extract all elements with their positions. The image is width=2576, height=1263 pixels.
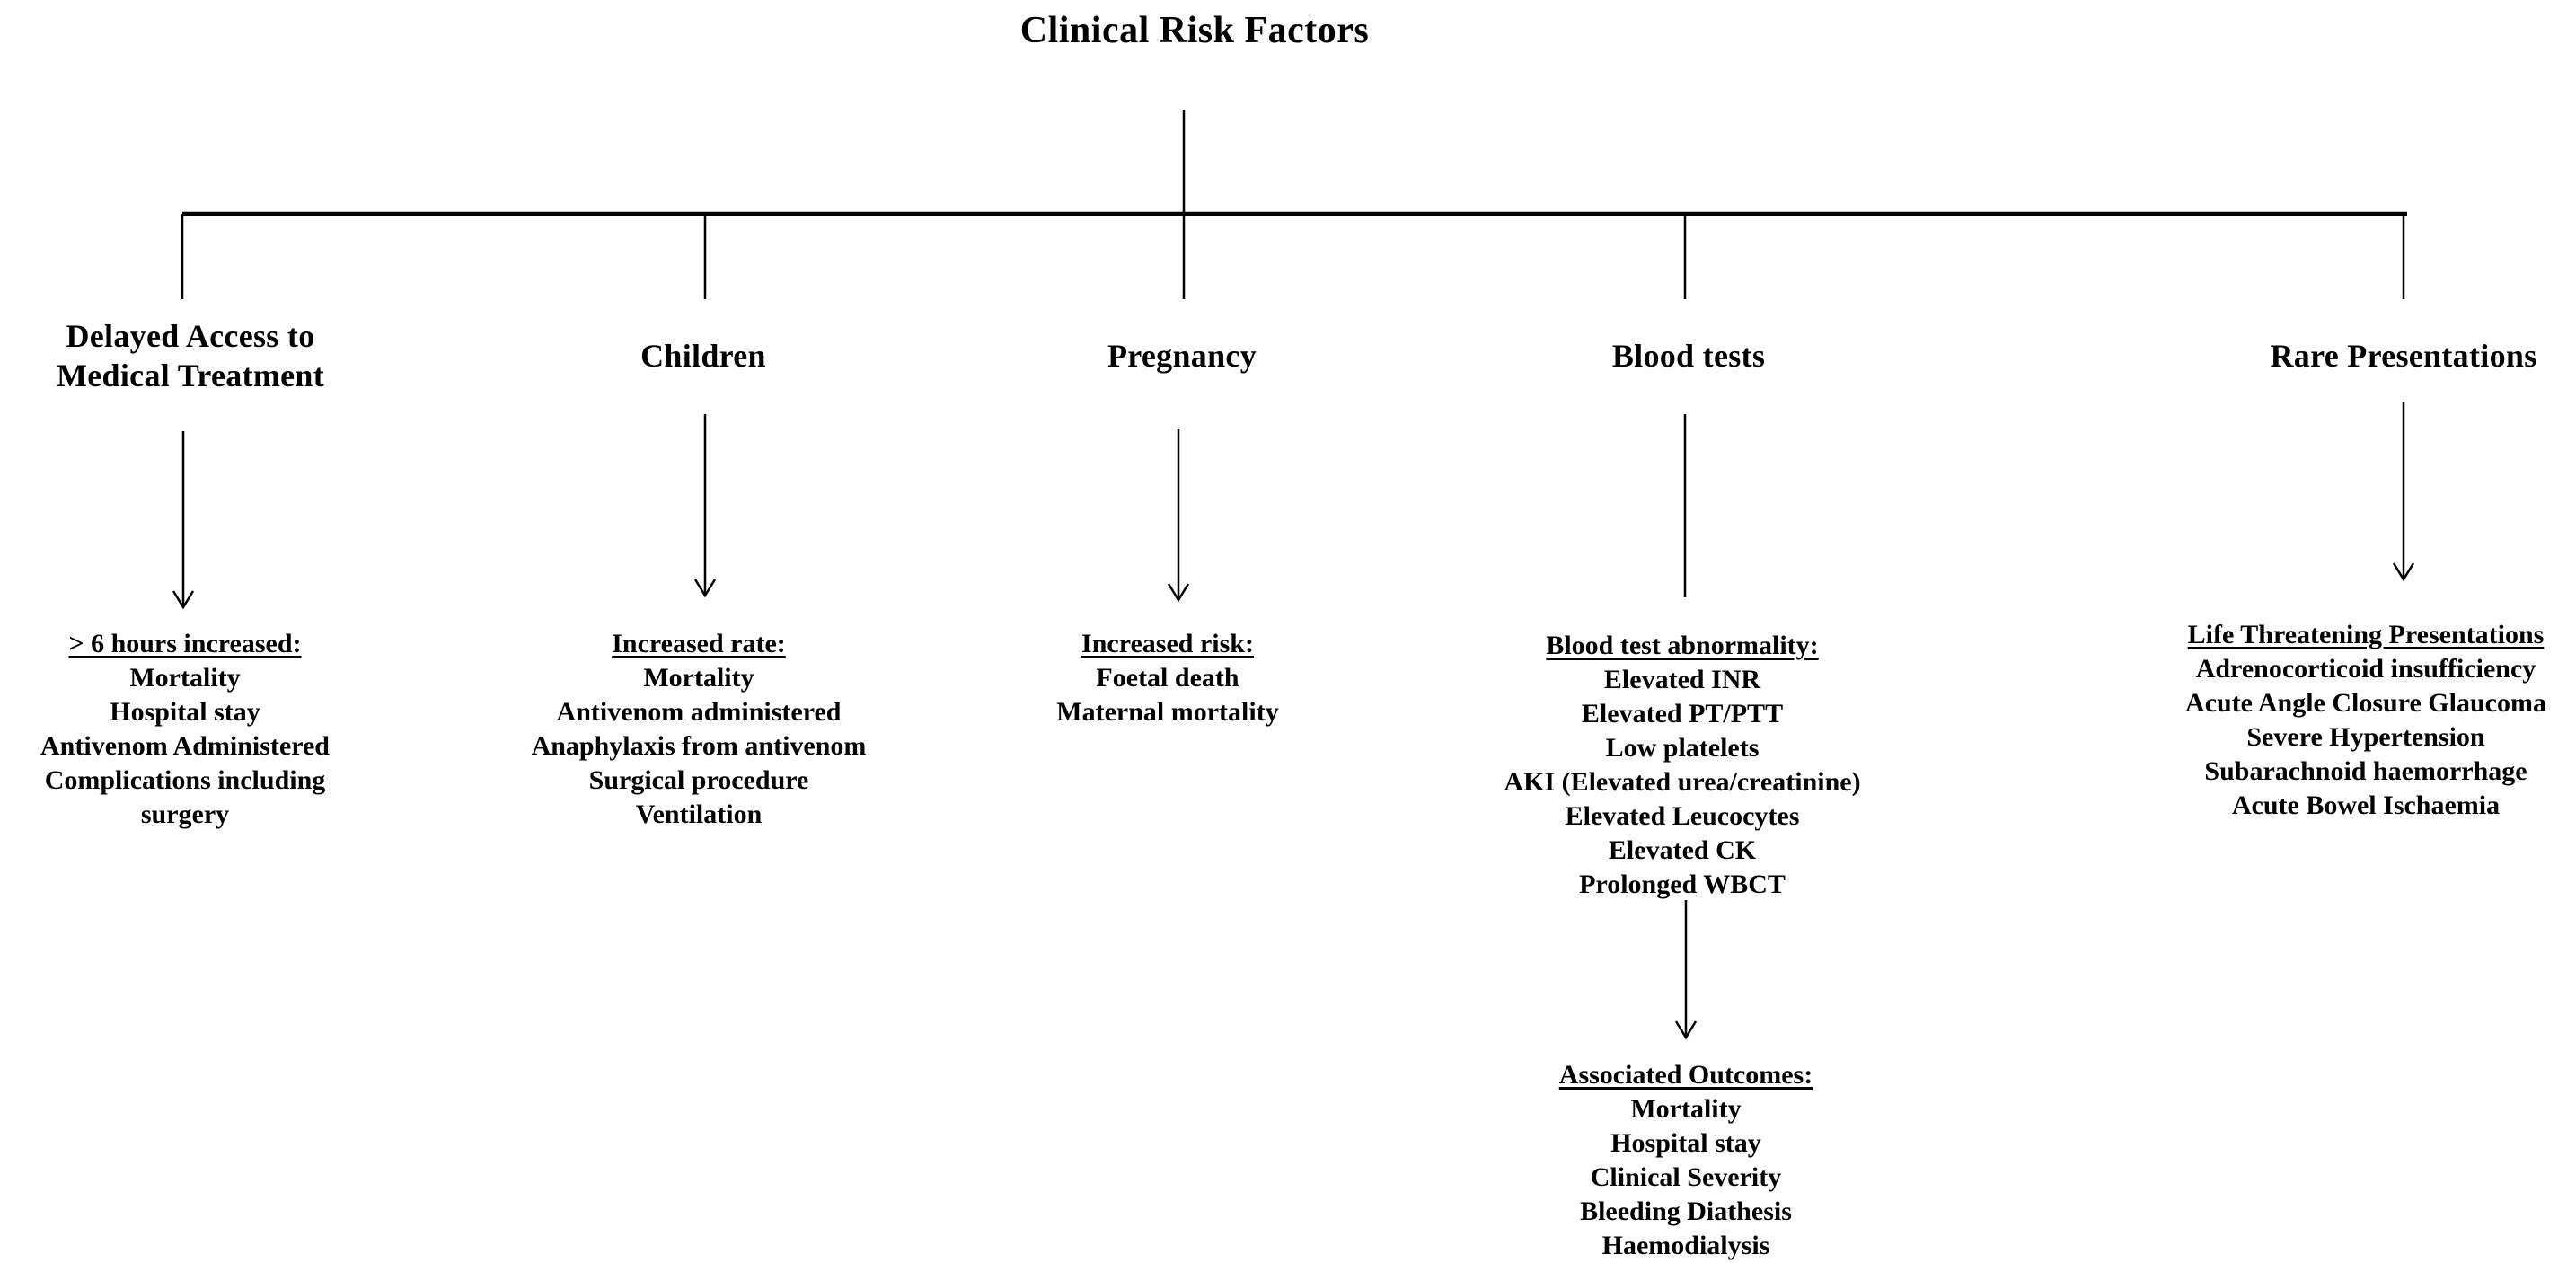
list-item: Antivenom Administered: [40, 731, 330, 761]
list-item: Hospital stay: [110, 697, 260, 727]
arrow-down-pregnancy: [1167, 429, 1190, 603]
list-heading: Increased rate:: [612, 629, 786, 658]
list-heading: Increased risk:: [1081, 629, 1254, 658]
branch-list-rare-presentations: Life Threatening Presentations Adrenocor…: [2185, 618, 2546, 823]
branch-label-pregnancy: Pregnancy: [1107, 336, 1257, 375]
list-item: Clinical Severity: [1590, 1162, 1782, 1192]
list-item: Subarachnoid haemorrhage: [2204, 756, 2527, 786]
list-heading: > 6 hours increased:: [68, 629, 302, 658]
list-item: Acute Bowel Ischaemia: [2231, 790, 2501, 820]
list-item: Maternal mortality: [1056, 697, 1279, 727]
list-item: Mortality: [1630, 1094, 1742, 1124]
list-item: Mortality: [129, 663, 241, 693]
list-item: Elevated Leucocytes: [1565, 801, 1800, 831]
branch-label-delayed-access: Delayed Access to Medical Treatment: [57, 316, 324, 395]
list-item: Foetal death: [1096, 663, 1239, 693]
list-heading: Blood test abnormality:: [1546, 631, 1819, 660]
list-item: Anaphylaxis from antivenom: [531, 731, 867, 761]
branch-label-children: Children: [640, 336, 766, 375]
list-item: Elevated CK: [1608, 835, 1757, 865]
list-heading: Associated Outcomes:: [1558, 1060, 1813, 1090]
arrow-down-delayed-access: [172, 431, 195, 610]
list-items: Elevated INR Elevated PT/PTT Low platelets…: [1504, 663, 1860, 902]
list-item: Hospital stay: [1610, 1128, 1761, 1158]
list-item: Complications including: [44, 765, 326, 795]
branch-label-rare-presentations: Rare Presentations: [2270, 336, 2536, 375]
list-item: Ventilation: [635, 799, 763, 829]
page-title: Clinical Risk Factors: [1019, 10, 1370, 51]
list-item: Surgical procedure: [588, 765, 809, 795]
list-item: Medical Treatment: [56, 358, 325, 393]
list-item: Blood tests: [1611, 338, 1766, 374]
list-item: Prolonged WBCT: [1579, 870, 1786, 899]
list-item: AKI (Elevated urea/creatinine): [1504, 767, 1861, 797]
list-item: Mortality: [643, 663, 754, 693]
list-item: Delayed Access to: [66, 318, 315, 354]
list-item: Elevated INR: [1603, 665, 1761, 694]
list-item: Children: [640, 338, 766, 374]
list-item: Rare Presentations: [2270, 338, 2537, 374]
list-item: Haemodialysis: [1601, 1231, 1770, 1260]
list-item: Antivenom administered: [556, 697, 842, 727]
arrow-down-associated-outcomes: [1674, 900, 1698, 1040]
arrow-down-children: [693, 414, 717, 598]
list-item: surgery: [140, 799, 230, 829]
list-item: Elevated PT/PTT: [1581, 699, 1784, 729]
branch-label-blood-tests: Blood tests: [1612, 336, 1765, 375]
list-item: Severe Hypertension: [2246, 722, 2485, 752]
list-item: Acute Angle Closure Glaucoma: [2185, 688, 2546, 718]
list-item: Adrenocorticoid insufficiency: [2195, 654, 2536, 684]
arrow-down-rare-presentations: [2392, 402, 2415, 582]
list-item: Low platelets: [1605, 733, 1760, 763]
list-item: Bleeding Diathesis: [1580, 1197, 1792, 1226]
list-heading: Life Threatening Presentations: [2187, 620, 2545, 649]
list-item: Pregnancy: [1107, 338, 1257, 374]
